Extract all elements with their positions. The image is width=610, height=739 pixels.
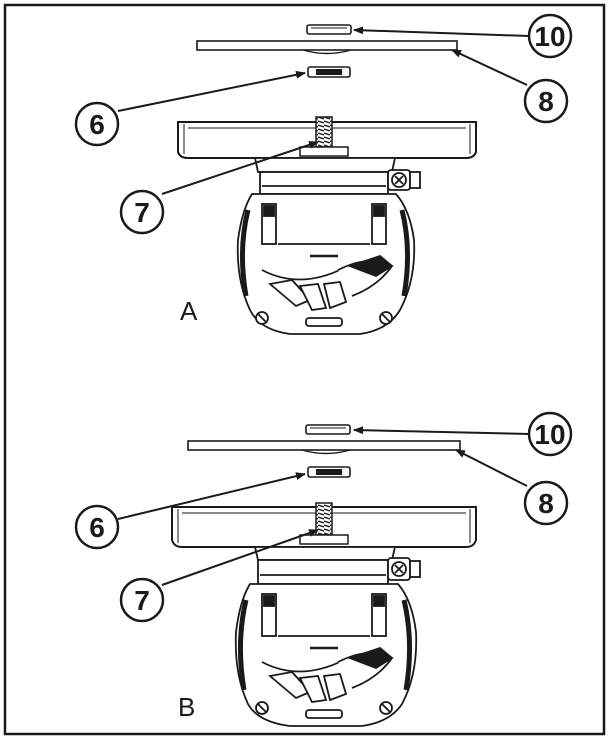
diagram-border (3, 3, 606, 736)
washer-top-part (305, 424, 351, 435)
mounting-plate-part (187, 440, 461, 455)
mount-body-part (234, 546, 421, 727)
threaded-stud-part (299, 116, 349, 157)
callout-10-b-number: 10 (534, 419, 565, 450)
callout-6-b-number: 6 (89, 512, 105, 543)
mounting-plate-part (196, 40, 458, 55)
callout-10-b: 10 (527, 411, 573, 457)
panel-b-label: B (178, 692, 195, 722)
callout-7-b-number: 7 (134, 585, 150, 616)
washer-bottom-part (307, 466, 351, 478)
panel-a-label: A (180, 296, 198, 326)
callout-8-a: 8 (523, 78, 569, 124)
callout-6-a-number: 6 (89, 109, 105, 140)
callout-8-b: 8 (523, 480, 569, 526)
callout-7-b: 7 (119, 577, 165, 623)
panel-b: B 10 8 6 7 (74, 411, 573, 727)
threaded-stud-part (299, 502, 349, 545)
callout-7-a: 7 (119, 189, 165, 235)
mount-body-part (236, 157, 421, 335)
callout-6-a: 6 (74, 101, 120, 147)
washer-top-part (306, 24, 352, 35)
washer-bottom-part (307, 66, 351, 78)
callout-6-b: 6 (74, 504, 120, 550)
callout-10-a: 10 (527, 13, 573, 59)
callout-7-a-number: 7 (134, 197, 150, 228)
leader-lines-b (117, 426, 530, 586)
leader-lines-a (117, 26, 530, 195)
callout-10-a-number: 10 (534, 21, 565, 52)
callout-8-b-number: 8 (538, 488, 554, 519)
panel-a: A 10 8 6 7 (74, 13, 573, 335)
callout-8-a-number: 8 (538, 86, 554, 117)
